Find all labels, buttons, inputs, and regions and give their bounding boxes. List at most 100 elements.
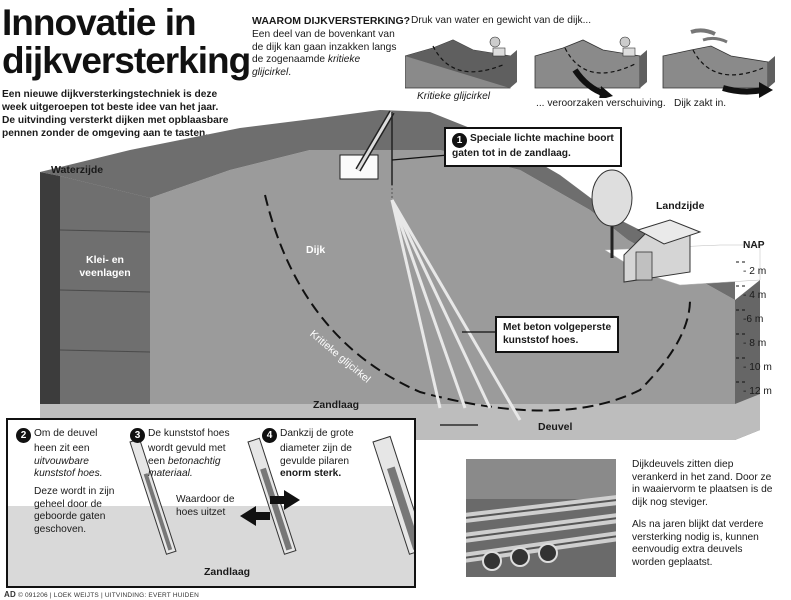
- callout-beton-line1: Met beton volgeperste: [503, 322, 612, 333]
- label-dijk: Dijk: [306, 244, 326, 256]
- dowel-2: [390, 199, 467, 409]
- page-title: Innovatie in dijkversterking: [2, 2, 251, 81]
- photo-caption-2d: worden geplaatst.: [632, 556, 713, 568]
- callout-1-number: 1: [452, 133, 467, 148]
- callout-1-line1: Speciale lichte machine boort: [470, 133, 614, 144]
- critical-slip-circle: [264, 194, 691, 412]
- dowels-photo: [466, 459, 616, 577]
- step-2-extra-c: geboorde gaten: [34, 511, 106, 522]
- label-deuvel: Deuvel: [538, 421, 573, 433]
- step-2-extra-d: geschoven.: [34, 523, 87, 535]
- why-caption-top: Druk van water en gewicht van de dijk...: [411, 15, 592, 26]
- label-zandlaag: Zandlaag: [313, 399, 360, 411]
- dowel-3: [390, 199, 492, 409]
- block-front-face: [40, 150, 735, 440]
- photo-caption-2b: versterking nodig is, kunnen: [632, 531, 759, 543]
- step-3-extra-b: hoes uitzet: [176, 506, 226, 518]
- step-2-c: uitvouwbare: [34, 455, 89, 467]
- step-3-extra-a: Waardoor de: [176, 494, 235, 505]
- title-line-2: dijkversterking: [2, 40, 251, 81]
- callout-1-line2: gaten tot in de zandlaag.: [452, 148, 571, 159]
- step-2-d: kunststof hoes.: [34, 468, 103, 479]
- why-caption-shift: ... veroorzaken verschuiving.: [536, 98, 666, 109]
- dowel-4: [390, 199, 522, 421]
- credit-line: AD © 091206 | LOEK WEIJTS | UITVINDING: …: [4, 590, 199, 599]
- step-3-c-it: betonachtig: [167, 455, 221, 467]
- photo-caption-1d: dijk nog steviger.: [632, 496, 708, 508]
- nap-level-10: - 10 m: [743, 362, 772, 373]
- arrow-right: [270, 490, 300, 510]
- nap-level-6: -6 m: [743, 314, 764, 325]
- why-title-text: WAAROM DIJKVERSTERKING?: [252, 15, 411, 27]
- house: [623, 219, 702, 283]
- ad-logo: AD: [4, 590, 16, 599]
- step-3-a: De kunststof hoes: [148, 428, 230, 439]
- why-caption-circle: Kritieke glijcirkel: [417, 91, 491, 102]
- step4-dowel: [372, 435, 414, 555]
- tree: [591, 169, 633, 258]
- photo-caption-1a: Dijkdeuvels zitten diep: [632, 459, 734, 470]
- steps-zandlaag: Zandlaag: [204, 566, 251, 578]
- clay-line-1: [59, 229, 151, 233]
- step-2-number: 2: [16, 428, 31, 443]
- why-title: WAAROM DIJKVERSTERKING?: [252, 15, 410, 27]
- credit-text: © 091206 | LOEK WEIJTS | UITVINDING: EVE…: [17, 592, 199, 599]
- why-mini-diagrams: [405, 28, 775, 98]
- callout1-pointer: [391, 154, 449, 161]
- step-2-extra-a: Deze wordt in zijn: [34, 486, 115, 497]
- dowels: [390, 199, 522, 421]
- title-line-1: Innovatie in: [2, 2, 197, 43]
- step-3-b: wordt gevuld met: [148, 443, 226, 454]
- nap-level-12: - 12 m: [743, 386, 772, 397]
- why-text: Een deel van de bovenkant van de dijk ka…: [252, 29, 400, 79]
- steps-illustration: [129, 435, 414, 555]
- step-4-c: gevulde pilaren: [280, 455, 350, 467]
- step-2-extra: Deze wordt in zijn geheel door de geboor…: [34, 486, 114, 536]
- why-text-b: kritieke glijcirkel: [252, 54, 361, 78]
- callout-beton-line2: kunststof hoes.: [503, 334, 579, 346]
- step-3-d: materiaal.: [148, 468, 193, 479]
- step-4-b: diameter zijn de: [280, 443, 352, 454]
- label-klei: Klei- en veenlagen: [75, 254, 135, 280]
- mini-diagram-1: [405, 36, 517, 89]
- nap-level-4: - 4 m: [743, 290, 767, 301]
- intro-text: Een nieuwe dijkversterkingstechniek is d…: [2, 89, 229, 139]
- label-landzijde: Landzijde: [656, 200, 705, 212]
- callout-beton: Met beton volgeperste kunststof hoes.: [495, 316, 620, 353]
- why-caption-sink: Dijk zakt in.: [674, 98, 727, 109]
- step-3-number: 3: [130, 428, 145, 443]
- nap-title: NAP: [743, 240, 765, 251]
- drill-machine: [339, 110, 395, 185]
- clay-layers: [60, 176, 150, 440]
- nap-level-2: - 2 m: [743, 266, 767, 277]
- dike-top-surface: [40, 110, 735, 300]
- photo-caption-1b: verankerd in het zand. Door ze: [632, 471, 772, 483]
- step-2-extra-b: geheel door de: [34, 498, 102, 510]
- mini-diagram-3: [662, 28, 775, 98]
- step-2-b: heen zit een: [34, 443, 90, 454]
- photo-caption-1c: in waaiervorm te plaatsen is de: [632, 484, 773, 495]
- photo-illustration: [466, 459, 616, 577]
- step-4-number: 4: [262, 428, 277, 443]
- block-left-edge: [40, 172, 60, 440]
- label-waterzijde: Waterzijde: [51, 164, 104, 176]
- mini-diagram-2: [534, 36, 647, 98]
- clay-line-3: [59, 349, 151, 353]
- nap-ticks: [736, 261, 748, 383]
- label-klei-2: veenlagen: [79, 267, 131, 279]
- step-4-d: enorm sterk.: [280, 468, 342, 479]
- photo-caption-2a: Als na jaren blijkt dat verdere: [632, 519, 764, 530]
- label-klei-1: Klei- en: [86, 254, 124, 266]
- why-text-a: Een deel van de bovenkant van de dijk ka…: [252, 29, 397, 65]
- why-text-c: .: [288, 66, 292, 78]
- step-3-c: een: [148, 455, 168, 467]
- step-4-a: Dankzij de grote: [280, 428, 354, 439]
- photo-caption: Dijkdeuvels zitten diep verankerd in het…: [632, 459, 791, 569]
- clay-line-2: [59, 289, 151, 293]
- step-3-extra: Waardoor de hoes uitzet: [176, 494, 235, 519]
